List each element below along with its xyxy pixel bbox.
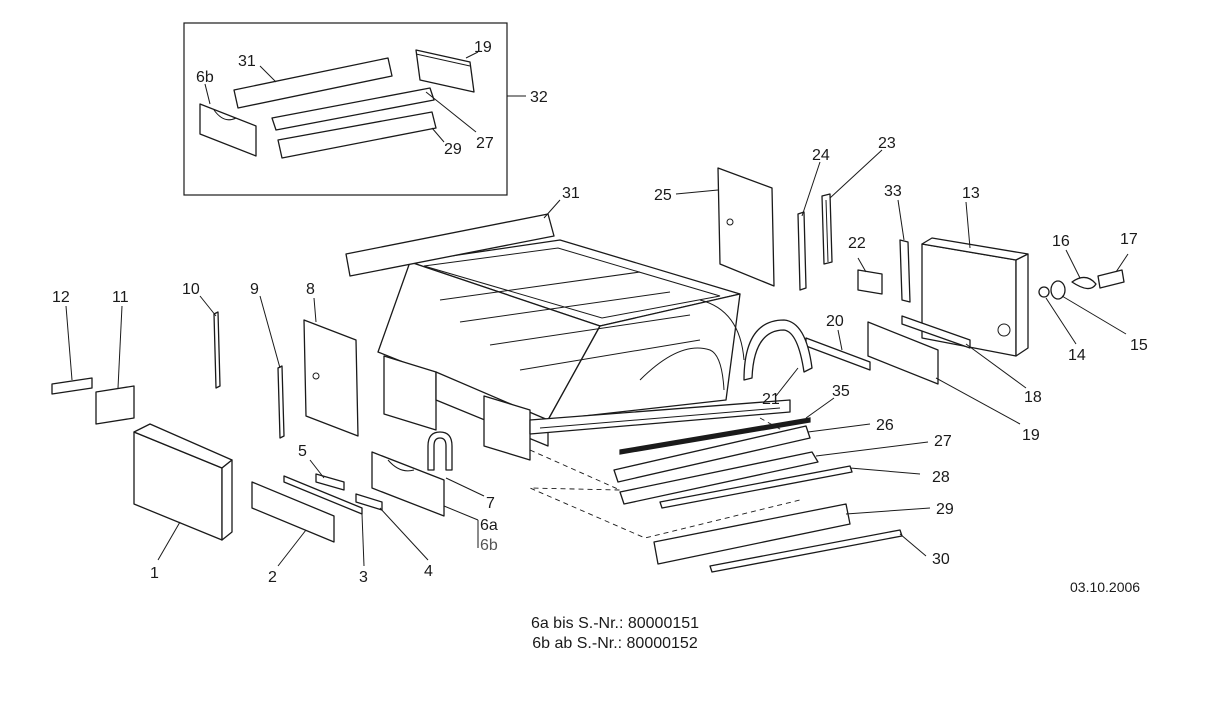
part-28 xyxy=(659,465,853,509)
callout-15: 15 xyxy=(1130,337,1148,354)
callout-35: 35 xyxy=(832,383,850,400)
part-20 xyxy=(805,337,871,371)
callout-23: 23 xyxy=(878,135,896,152)
callout-1: 1 xyxy=(150,565,159,582)
part-29 xyxy=(653,503,851,565)
callout-24: 24 xyxy=(812,147,830,164)
callout-9: 9 xyxy=(250,281,259,298)
callout-22: 22 xyxy=(848,235,866,252)
part-23 xyxy=(821,193,833,265)
callout-33: 33 xyxy=(884,183,902,200)
part-24 xyxy=(797,211,807,291)
part-10 xyxy=(213,311,221,389)
part-17 xyxy=(1097,269,1125,289)
callout-19: 19 xyxy=(1022,427,1040,444)
part-21 xyxy=(743,319,813,381)
part-12 xyxy=(51,377,93,395)
part-15 xyxy=(1050,280,1066,300)
part-33 xyxy=(899,239,911,303)
part-7 xyxy=(427,431,453,471)
part-8 xyxy=(303,319,359,437)
part-13 xyxy=(921,237,1029,357)
part-5 xyxy=(315,473,345,491)
drawing-date: 03.10.2006 xyxy=(1070,579,1140,595)
callout-17: 17 xyxy=(1120,231,1138,248)
callout-29: 29 xyxy=(936,501,954,518)
leader-lines xyxy=(65,149,1129,567)
callout-3: 3 xyxy=(359,569,368,586)
callout-6a: 6a xyxy=(480,517,498,534)
inset-callout-32: 32 xyxy=(530,89,548,106)
inset-callout-6b: 6b xyxy=(196,69,214,86)
part-1 xyxy=(133,423,233,541)
part-18 xyxy=(901,315,971,349)
callout-8: 8 xyxy=(306,281,315,298)
callout-16: 16 xyxy=(1052,233,1070,250)
callout-25: 25 xyxy=(654,187,672,204)
callout-20: 20 xyxy=(826,313,844,330)
callout-6b: 6b xyxy=(480,537,498,554)
callout-labels: 1 2 3 4 5 6a 6b 7 8 9 10 11 12 13 14 15 … xyxy=(52,135,1148,586)
part-16 xyxy=(1071,276,1097,290)
callout-11: 11 xyxy=(112,289,129,306)
inset-callout-29: 29 xyxy=(444,141,462,158)
inset-callout-19: 19 xyxy=(474,39,492,56)
inset-kit-box xyxy=(183,22,526,196)
callout-5: 5 xyxy=(298,443,307,460)
callout-10: 10 xyxy=(182,281,200,298)
callout-21: 21 xyxy=(762,391,780,408)
part-31 xyxy=(345,213,555,277)
callout-13: 13 xyxy=(962,185,980,202)
callout-2: 2 xyxy=(268,569,277,586)
part-19 xyxy=(867,321,939,385)
part-35 xyxy=(619,417,811,455)
part-25 xyxy=(717,167,775,287)
callout-31: 31 xyxy=(562,185,580,202)
main-frame xyxy=(377,239,801,539)
serial-note-6b: 6b ab S.-Nr.: 80000152 xyxy=(532,635,698,652)
callout-12: 12 xyxy=(52,289,70,306)
callout-28: 28 xyxy=(932,469,950,486)
inset-callout-27: 27 xyxy=(476,135,494,152)
callout-26: 26 xyxy=(876,417,894,434)
inset-labels: 6b 31 19 27 29 32 xyxy=(196,39,548,158)
callout-7: 7 xyxy=(486,495,495,512)
part-14 xyxy=(1038,286,1050,298)
part-27 xyxy=(619,451,819,505)
callout-4: 4 xyxy=(424,563,433,580)
callout-18: 18 xyxy=(1024,389,1042,406)
callout-30: 30 xyxy=(932,551,950,568)
part-2 xyxy=(251,481,335,543)
part-11 xyxy=(95,385,135,425)
part-9 xyxy=(277,365,285,439)
part-26 xyxy=(613,425,811,483)
part-6a xyxy=(371,451,445,517)
inset-callout-31: 31 xyxy=(238,53,256,70)
serial-note-6a: 6a bis S.-Nr.: 80000151 xyxy=(530,615,700,632)
callout-14: 14 xyxy=(1068,347,1086,364)
part-22 xyxy=(857,269,883,295)
callout-27: 27 xyxy=(934,433,952,450)
